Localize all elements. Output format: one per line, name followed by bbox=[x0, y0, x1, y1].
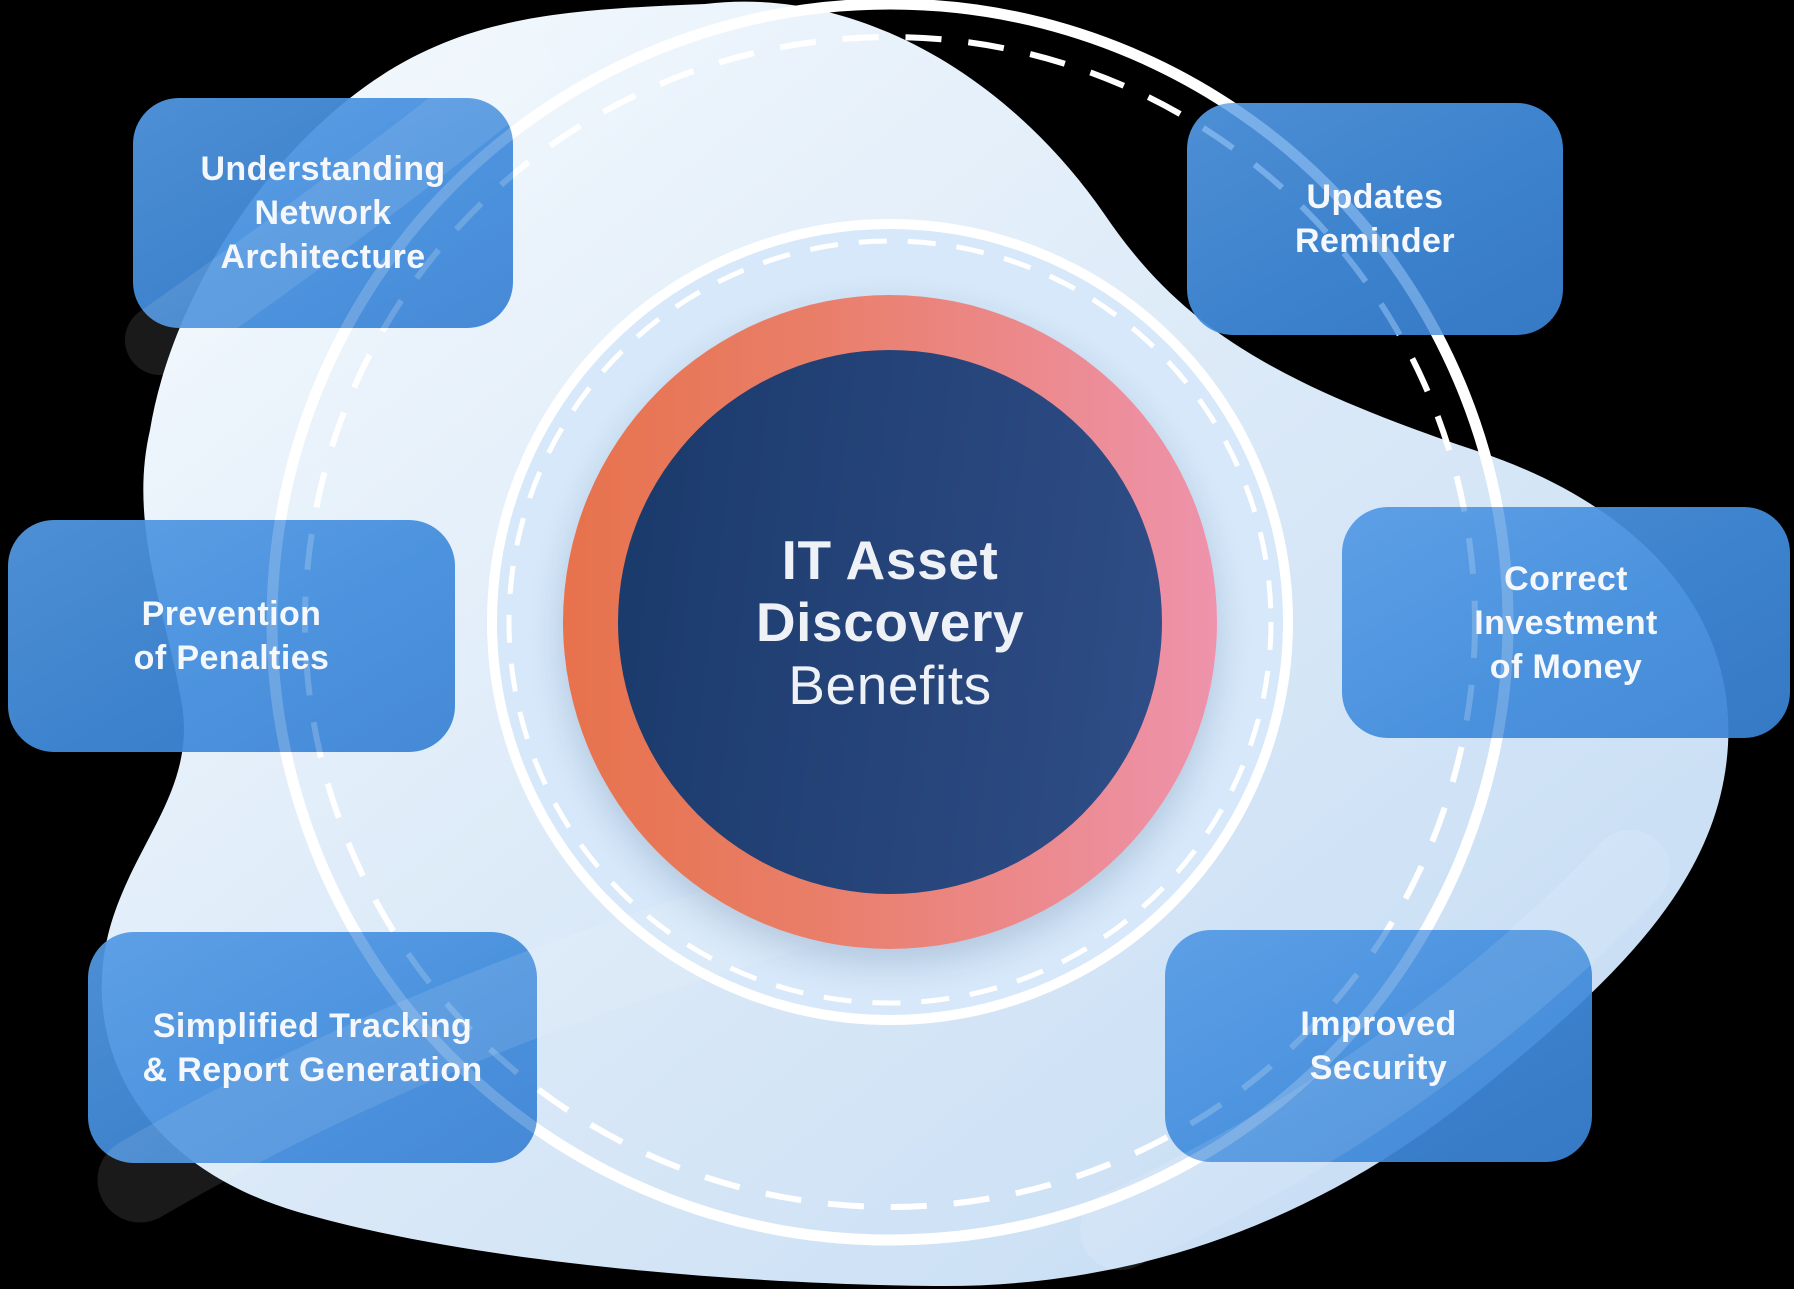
benefit-label: Updates Reminder bbox=[1294, 178, 1456, 260]
benefit-label: Simplified Tracking & Report Generation bbox=[142, 1006, 483, 1089]
benefit-card-prevention-of-penalties: Prevention of Penalties bbox=[8, 520, 455, 752]
benefit-card-understanding-network-architecture: Understanding Network Architecture bbox=[133, 98, 513, 328]
benefit-card-improved-security: Improved Security bbox=[1165, 930, 1592, 1162]
center-circle: IT Asset Discovery Benefits bbox=[618, 350, 1162, 894]
benefit-card-updates-reminder: Updates Reminder bbox=[1187, 103, 1563, 335]
center-ring: IT Asset Discovery Benefits bbox=[563, 295, 1217, 949]
inner-solid-circle bbox=[487, 219, 1293, 1025]
center-subtitle: Benefits bbox=[788, 653, 992, 716]
inner-dashed-circle bbox=[506, 238, 1274, 1006]
center-title: IT Asset Discovery bbox=[755, 528, 1025, 653]
benefit-label: Improved Security bbox=[1300, 1005, 1457, 1087]
benefit-card-correct-investment-of-money: Correct Investment of Money bbox=[1342, 507, 1790, 738]
benefit-label: Understanding Network Architecture bbox=[200, 150, 446, 276]
benefit-label: Prevention of Penalties bbox=[133, 595, 330, 677]
benefit-card-simplified-tracking-report-generation: Simplified Tracking & Report Generation bbox=[88, 932, 537, 1163]
benefit-label: Correct Investment of Money bbox=[1474, 559, 1658, 686]
